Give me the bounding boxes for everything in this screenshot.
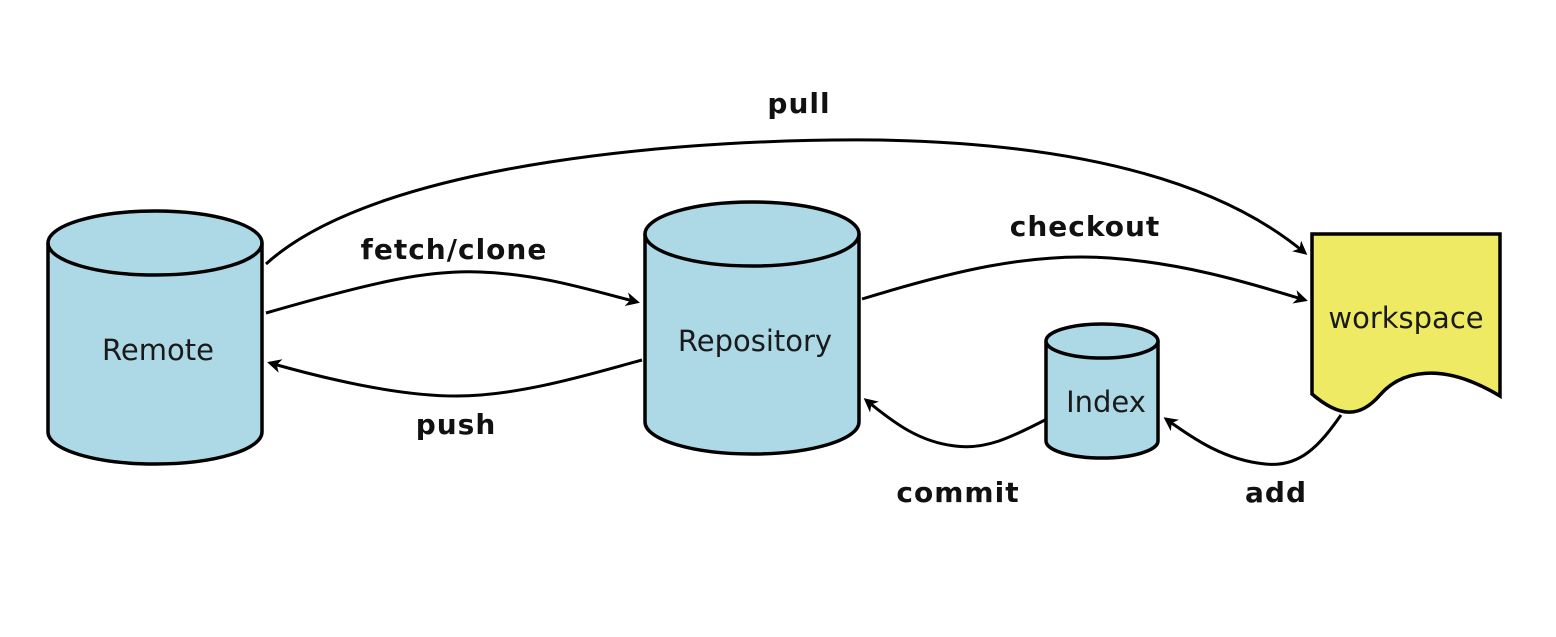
fetch-clone-arrow	[265, 270, 640, 315]
repository-cylinder-body	[643, 234, 861, 456]
edges	[264, 138, 1343, 466]
repository-cylinder-top	[643, 200, 861, 268]
repository-label: Repository	[678, 324, 832, 358]
index-cylinder-body	[1044, 341, 1160, 460]
pull-arrow	[264, 138, 1308, 266]
remote-cylinder-body	[46, 243, 264, 466]
repository-node: Repository	[643, 200, 861, 456]
push-label: push	[416, 408, 497, 441]
index-label: Index	[1066, 385, 1146, 419]
remote-label: Remote	[102, 333, 214, 367]
push-arrow	[267, 358, 643, 398]
commit-label: commit	[896, 476, 1019, 509]
workspace-node: workspace	[1310, 232, 1502, 414]
remote-node: Remote	[46, 209, 264, 466]
checkout-arrow	[861, 255, 1308, 304]
index-node: Index	[1044, 322, 1160, 460]
add-arrow	[1163, 414, 1343, 466]
pull-label: pull	[767, 87, 830, 120]
index-cylinder-top	[1044, 322, 1160, 360]
edge-labels: pull fetch/clone push checkout commit ad…	[361, 87, 1307, 509]
fetch-clone-label: fetch/clone	[361, 233, 548, 266]
commit-arrow	[863, 398, 1046, 449]
workspace-document-shape	[1310, 232, 1502, 414]
add-label: add	[1245, 476, 1307, 509]
workspace-label: workspace	[1328, 301, 1483, 335]
remote-cylinder-top	[46, 209, 264, 277]
checkout-label: checkout	[1010, 210, 1161, 243]
